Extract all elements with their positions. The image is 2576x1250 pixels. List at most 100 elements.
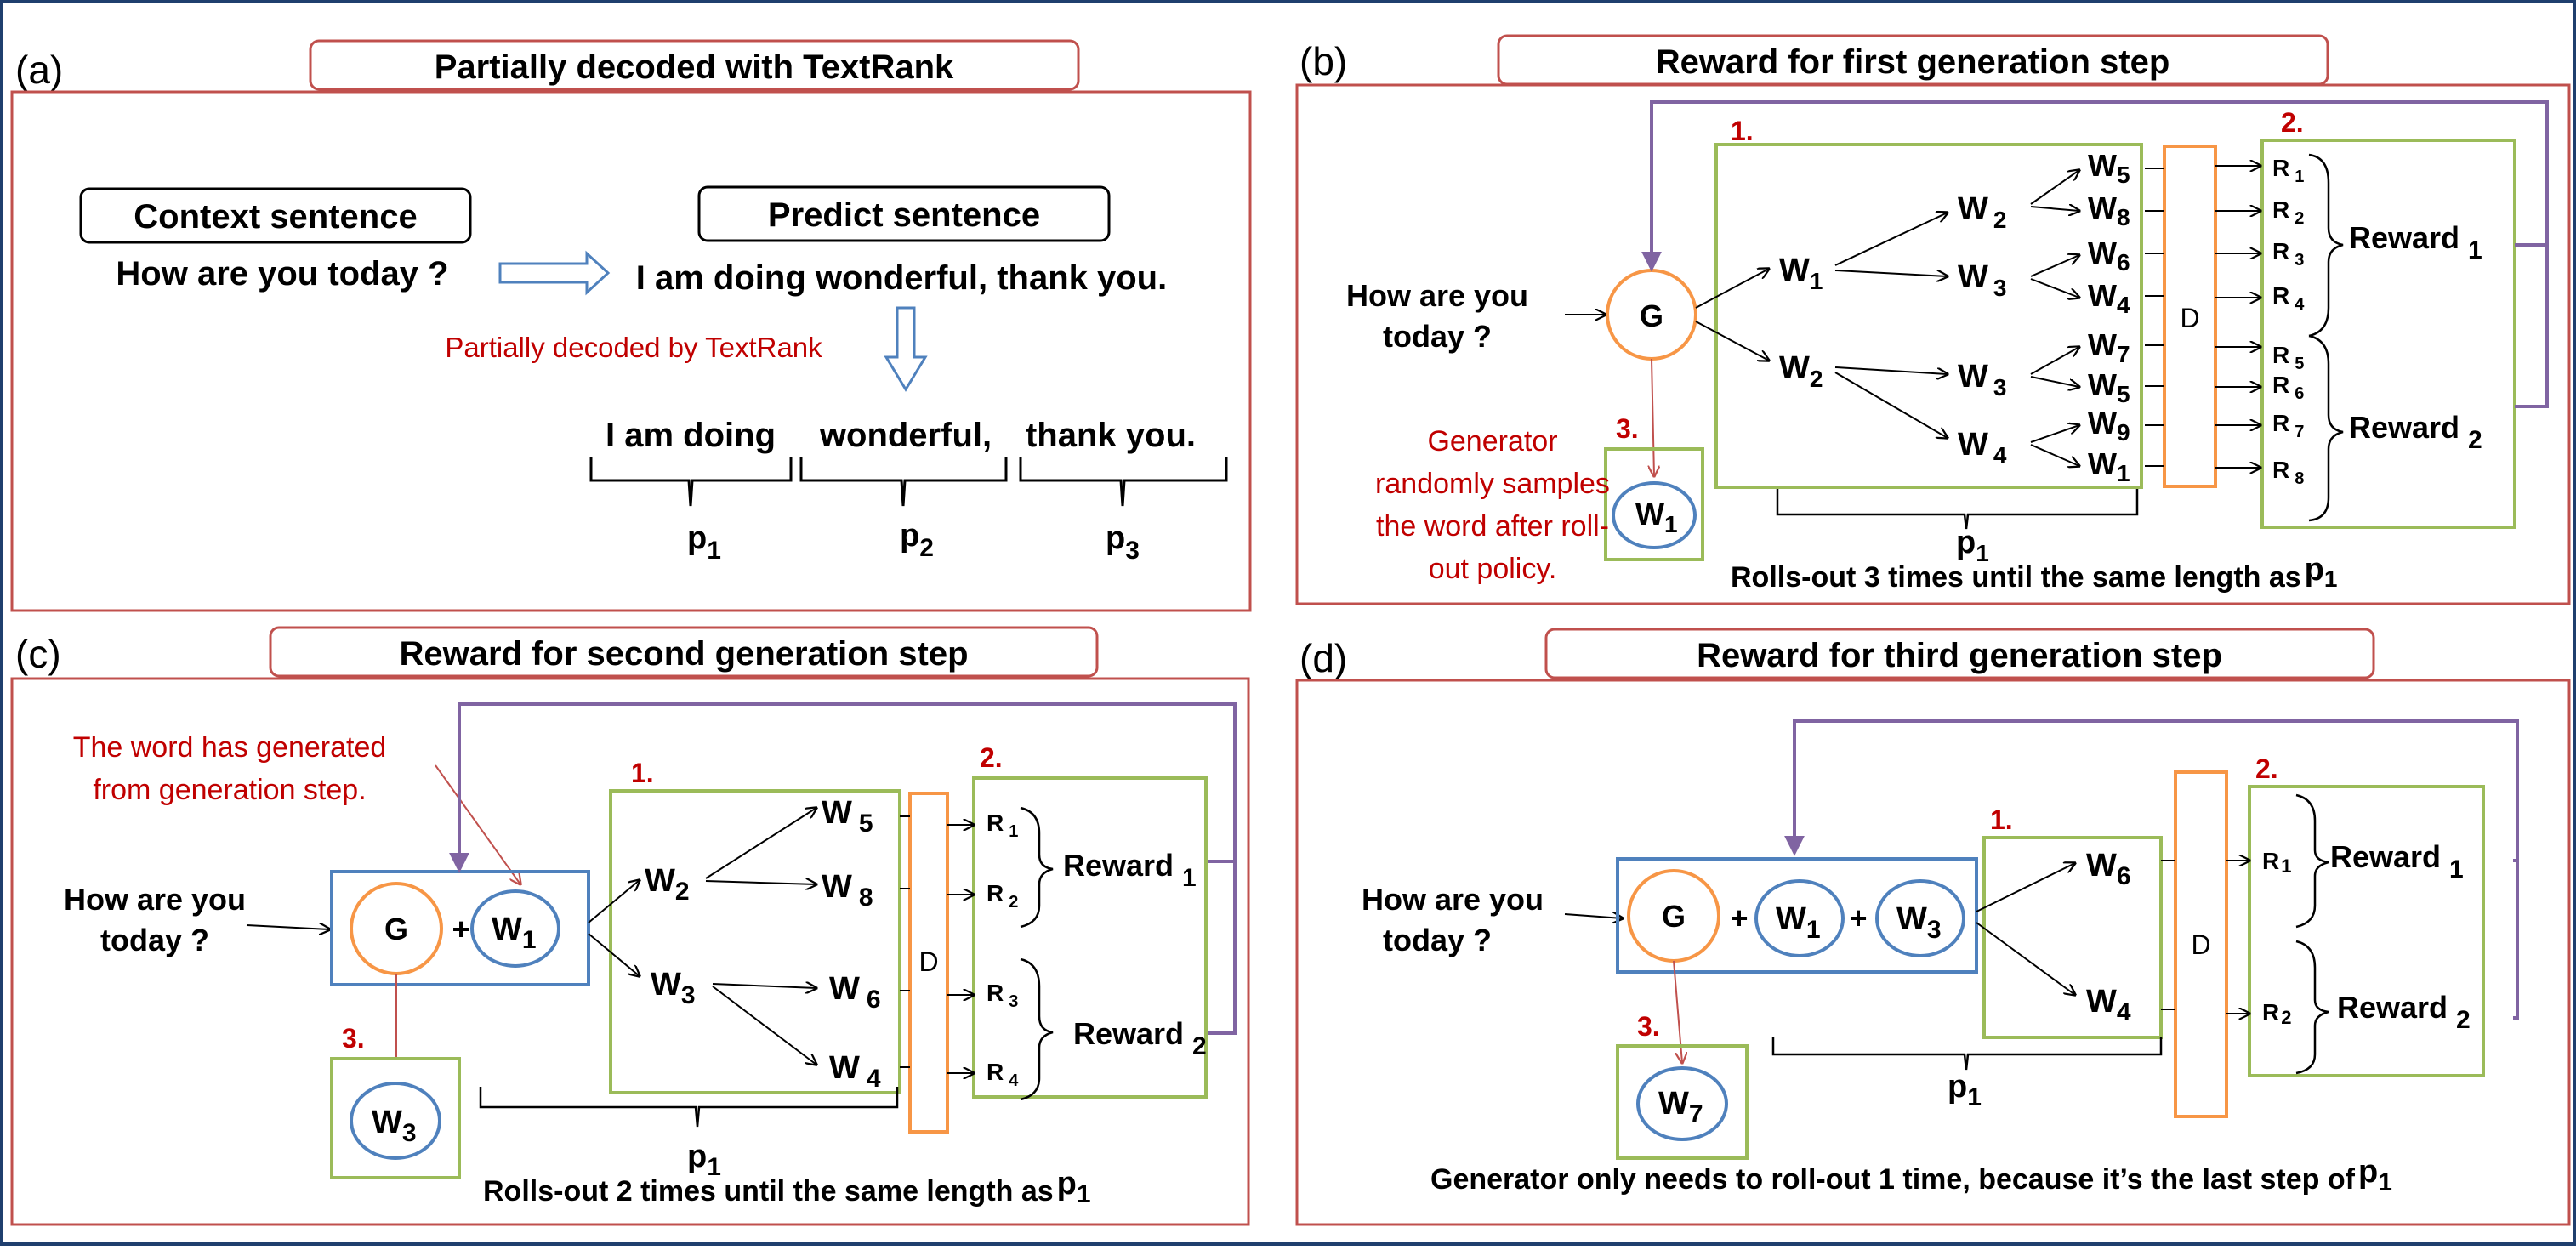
panel-b-border	[1295, 83, 2571, 605]
p1-brace	[1776, 489, 2139, 530]
sample-note-line: Generator	[1427, 425, 1557, 457]
panel-c-label: (c)	[15, 632, 61, 676]
generated-note-arrow	[435, 764, 520, 884]
edge	[712, 986, 816, 1065]
discriminator-label: D	[2191, 929, 2210, 960]
generator-label: G	[384, 912, 408, 946]
input-text-line2: today ?	[100, 923, 209, 957]
context-label-box	[79, 187, 472, 244]
level1-word: W4	[2086, 984, 2131, 1026]
level1-word: W2	[1779, 350, 1823, 392]
generated-note-line: from generation step.	[93, 774, 366, 806]
step-2-marker: 2.	[980, 742, 1003, 773]
input-text-line1: How are you	[1346, 278, 1528, 313]
panel-b-label: (b)	[1299, 39, 1347, 83]
input-text-line1: How are you	[64, 882, 246, 917]
edge	[2030, 255, 2079, 277]
part-2-brace	[799, 457, 1008, 507]
level3-word: W8	[2088, 190, 2130, 230]
panel-a-title: Partially decoded with TextRank	[435, 48, 954, 86]
discriminator-box	[908, 792, 949, 1134]
part-3-p-label: p3	[1106, 520, 1140, 565]
input-text-line2: today ?	[1383, 319, 1492, 354]
sample-note-line: out policy.	[1429, 553, 1557, 585]
level3-word: W4	[2088, 278, 2130, 318]
sampled-word: W7	[1658, 1086, 1703, 1128]
level3-word: W5	[2088, 148, 2130, 188]
context-box	[1616, 857, 1978, 974]
level3-word: W1	[2088, 446, 2130, 486]
step-1-marker: 1.	[1731, 116, 1754, 146]
sample-arrow	[1652, 358, 1654, 476]
reward-r: R2	[2262, 999, 2291, 1028]
reward-brace	[2295, 940, 2329, 1075]
step-2-marker: 2.	[2281, 107, 2304, 138]
reward-brace	[2308, 153, 2344, 338]
edge	[2030, 278, 2079, 298]
edge	[2030, 207, 2079, 211]
edge	[1834, 270, 1948, 276]
rollout-box	[1714, 143, 2143, 489]
sampled-word: W1	[1635, 497, 1678, 537]
panel-a-border	[10, 90, 1252, 612]
rollout-box	[1982, 836, 2163, 1039]
edge	[1834, 213, 1948, 266]
plus-sign: +	[1730, 901, 1748, 935]
sampled-word-node	[1636, 1066, 1728, 1141]
edge	[1976, 922, 2075, 995]
discriminator-box	[2163, 145, 2217, 488]
part-2: wonderful,	[819, 417, 992, 454]
part-3-brace	[1019, 457, 1228, 507]
edge	[1834, 372, 1948, 438]
edge	[705, 881, 816, 884]
part-3: thank you.	[1026, 417, 1196, 454]
sampled-word: W3	[372, 1105, 417, 1147]
panel-d-title: Reward for third generation step	[1697, 637, 2222, 674]
input-text-line1: How are you	[1362, 882, 1544, 917]
edge	[588, 880, 640, 923]
predict-label: Predict sentence	[768, 196, 1040, 234]
panel-a: (a) Partially decoded with TextRank Cont…	[10, 39, 1252, 612]
p1-label: p1	[687, 1139, 721, 1181]
reward-box	[2248, 785, 2485, 1077]
predict-label-box	[697, 185, 1111, 242]
reward-box	[972, 776, 1208, 1099]
edge	[588, 933, 640, 976]
generated-word-node	[470, 889, 560, 968]
edge	[2030, 376, 2079, 387]
generator-label: G	[1640, 298, 1663, 333]
panel-c: (c) Reward for second generation step Th…	[10, 626, 1250, 1226]
sampled-box	[1616, 1044, 1749, 1160]
level1-word: W3	[651, 967, 696, 1009]
edge	[1834, 366, 1948, 374]
edge	[1976, 863, 2075, 912]
edge	[712, 984, 816, 988]
edge	[2030, 425, 2079, 443]
generated-word: W1	[492, 912, 537, 954]
panel-b-caption: Rolls-out 3 times until the same length …	[1731, 552, 2337, 594]
reward-brace	[1020, 806, 1054, 929]
level3-word: W9	[2088, 406, 2130, 446]
panel-d-border	[1295, 679, 2571, 1226]
panel-d-label: (d)	[1299, 636, 1347, 680]
level1-word: W2	[645, 863, 690, 906]
reward-brace	[1020, 957, 1054, 1101]
level3-word: W6	[2088, 236, 2130, 276]
sample-note-line: the word after roll-	[1376, 510, 1609, 543]
